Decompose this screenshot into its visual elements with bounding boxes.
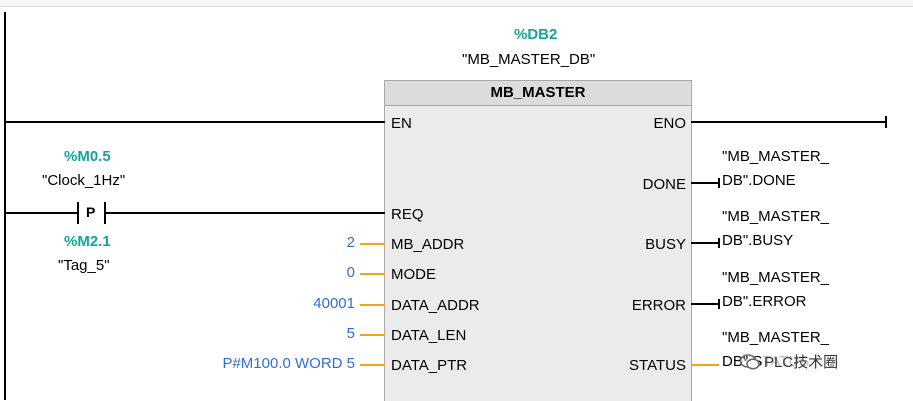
pin-status: STATUS (629, 357, 686, 374)
power-rail (4, 12, 6, 400)
data-ptr-wire (360, 364, 385, 366)
pin-error: ERROR (631, 297, 686, 314)
mb-master-block[interactable] (384, 80, 692, 401)
data-addr-value[interactable]: 40001 (313, 295, 355, 312)
error-wire-end (718, 299, 720, 309)
busy-operand-line2[interactable]: DB".BUSY (722, 232, 794, 249)
done-operand-line2[interactable]: DB".DONE (722, 172, 796, 189)
req-wire-right (105, 212, 385, 214)
pin-data-ptr: DATA_PTR (391, 357, 468, 374)
error-wire (691, 303, 719, 305)
busy-wire-end (718, 238, 720, 248)
pin-data-addr: DATA_ADDR (391, 297, 480, 314)
instance-db-address[interactable]: %DB2 (514, 26, 558, 43)
data-len-wire (360, 334, 385, 336)
en-rung-wire (5, 121, 385, 123)
pin-mb-addr: MB_ADDR (391, 236, 465, 253)
pin-en: EN (391, 115, 412, 132)
data-ptr-value[interactable]: P#M100.0 WORD 5 (222, 355, 355, 372)
pin-busy: BUSY (645, 236, 686, 253)
status-wire (691, 364, 719, 366)
contact-operand-name[interactable]: "Clock_1Hz" (42, 172, 126, 189)
busy-wire (691, 242, 719, 244)
pin-eno: ENO (653, 115, 686, 132)
error-operand-line1[interactable]: "MB_MASTER_ (722, 269, 830, 286)
error-operand-line2[interactable]: DB".ERROR (722, 293, 807, 310)
status-operand-line1[interactable]: "MB_MASTER_ (722, 329, 830, 346)
done-wire (691, 182, 719, 184)
editor-top-border (0, 0, 913, 7)
contact-operand-address[interactable]: %M0.5 (64, 148, 111, 165)
contact-left-bar (77, 202, 79, 224)
done-wire-end (718, 178, 720, 188)
pin-done: DONE (642, 176, 686, 193)
pin-data-len: DATA_LEN (391, 327, 467, 344)
mode-wire (360, 273, 385, 275)
mb-addr-wire (360, 243, 385, 245)
done-operand-line1[interactable]: "MB_MASTER_ (722, 148, 830, 165)
data-len-value[interactable]: 5 (346, 325, 355, 342)
mode-value[interactable]: 0 (346, 264, 355, 281)
p-trig-label: P (86, 204, 96, 220)
edge-memory-name[interactable]: "Tag_5" (58, 257, 110, 274)
edge-memory-address[interactable]: %M2.1 (64, 233, 111, 250)
data-addr-wire (360, 304, 385, 306)
watermark-text: PLC技术圈 (762, 351, 841, 372)
pin-req: REQ (391, 206, 424, 223)
pin-mode: MODE (391, 266, 436, 283)
eno-wire (691, 121, 887, 123)
instance-db-name[interactable]: "MB_MASTER_DB" (462, 51, 596, 68)
wechat-icon (739, 354, 760, 370)
req-wire-left (5, 212, 78, 214)
block-type-title: MB_MASTER (385, 81, 691, 106)
eno-wire-end (885, 116, 887, 128)
mb-addr-value[interactable]: 2 (346, 234, 355, 251)
busy-operand-line1[interactable]: "MB_MASTER_ (722, 208, 830, 225)
